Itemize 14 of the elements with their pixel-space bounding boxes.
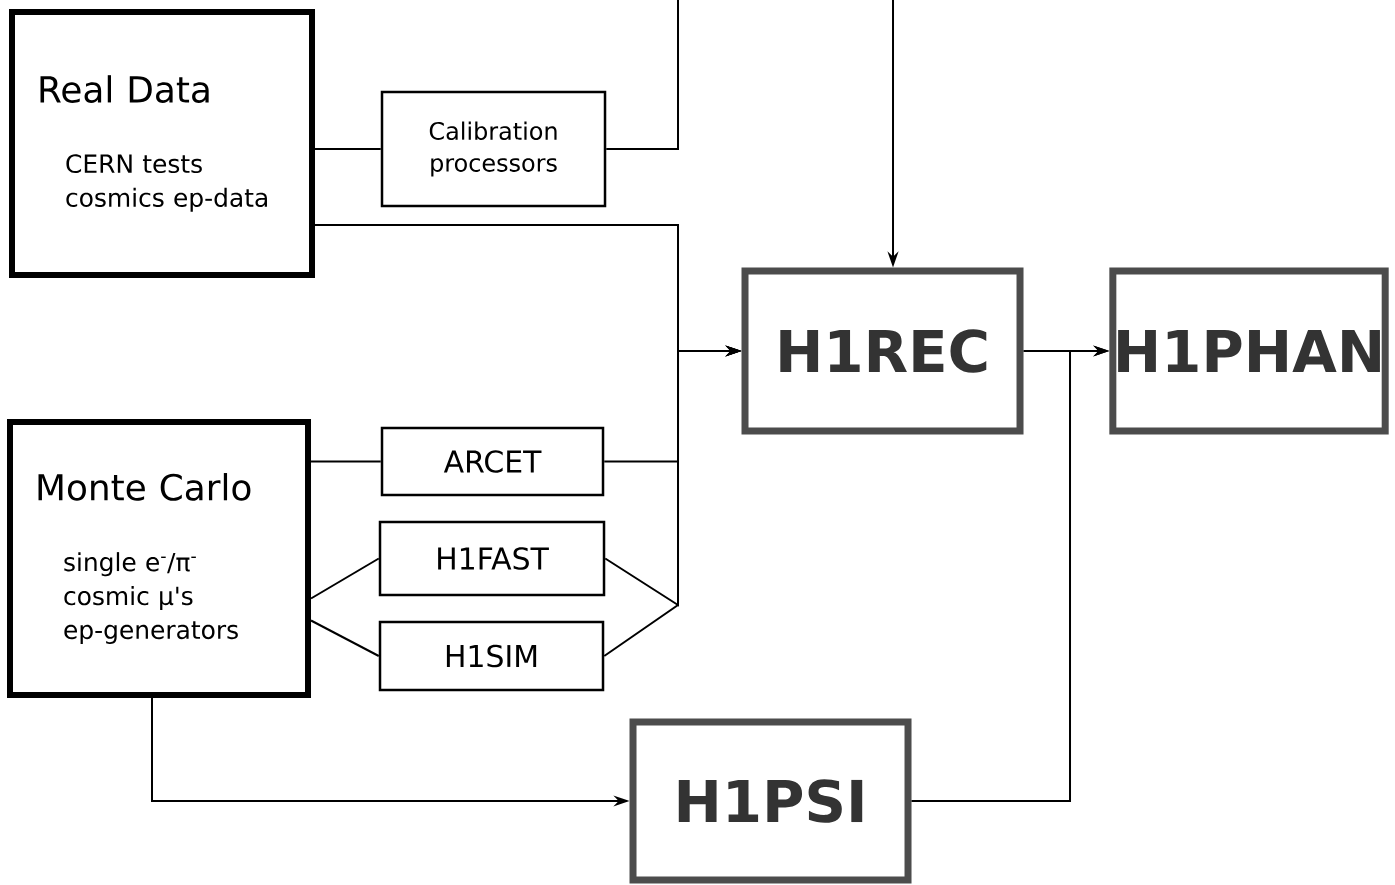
source-box: Real Data CERN tests cosmics ep-data <box>9 9 315 278</box>
source-box: Monte Carlo single e$^{-}$/π$^{-}$ cosmic μ's ep-generators <box>7 419 311 698</box>
process-box: H1SIM <box>378 620 605 692</box>
program-box: H1PHAN <box>1109 267 1389 435</box>
connector-line <box>605 0 679 150</box>
process-box: H1FAST <box>378 520 606 597</box>
connector-line <box>310 460 382 463</box>
program-box: H1PSI <box>629 718 912 884</box>
connector-line <box>314 148 382 150</box>
connector-line <box>310 619 380 657</box>
process-box: Calibration processors <box>380 90 607 208</box>
connector-line <box>310 557 380 600</box>
process-box: ARCET <box>380 426 605 497</box>
program-box: H1REC <box>741 267 1024 435</box>
